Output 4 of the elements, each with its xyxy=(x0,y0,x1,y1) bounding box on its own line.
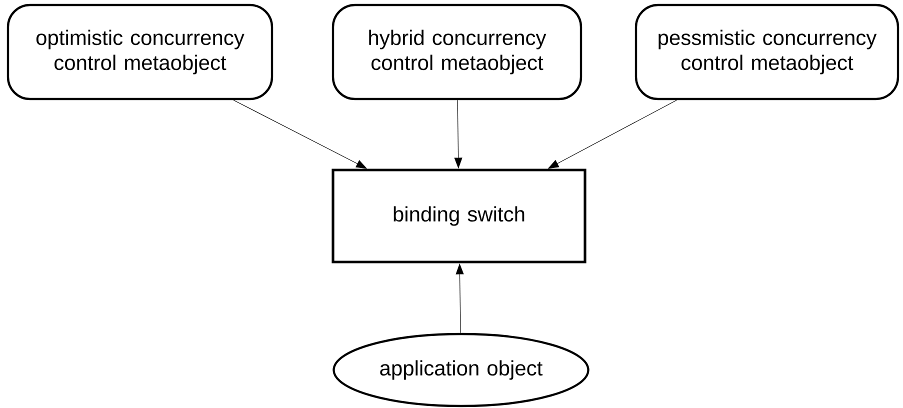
switch-box: binding switch xyxy=(332,168,586,264)
metaobject-box: pessmistic concurrency control metaobject xyxy=(634,4,900,100)
metaobject-box: hybrid concurrency control metaobject xyxy=(332,4,582,100)
metaobject-box: optimistic concurrency control metaobject xyxy=(6,4,274,100)
